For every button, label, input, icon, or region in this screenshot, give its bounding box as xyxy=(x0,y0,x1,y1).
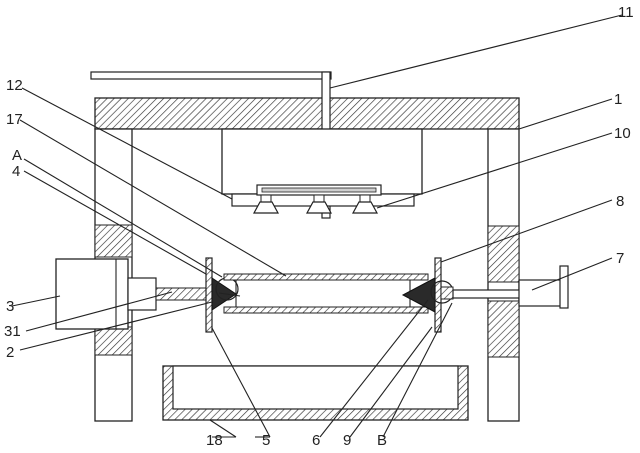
nozzle-middle xyxy=(305,194,333,214)
leader-lines xyxy=(11,14,623,438)
label-17: 17 xyxy=(6,111,23,128)
label-5: 5 xyxy=(262,432,270,449)
label-12: 12 xyxy=(6,77,23,94)
label-18: 18 xyxy=(206,432,223,449)
label-11: 11 xyxy=(618,4,634,21)
label-a: A xyxy=(12,147,22,164)
label-1: 1 xyxy=(614,91,622,108)
collection-tray-inner xyxy=(172,365,459,410)
right-clamp-cone xyxy=(401,277,436,313)
label-6: 6 xyxy=(312,432,320,449)
push-cylinder xyxy=(518,279,566,307)
pipe-horizontal xyxy=(90,71,332,80)
label-4: 4 xyxy=(12,163,20,180)
motor-end-cap xyxy=(127,277,157,311)
workpiece-tube-bottom-wall xyxy=(223,306,429,314)
left-leg-hatch-upper xyxy=(94,224,133,258)
label-10: 10 xyxy=(614,125,631,142)
label-2: 2 xyxy=(6,344,14,361)
right-leg-hatch-upper xyxy=(487,225,520,283)
push-cylinder-flange xyxy=(559,265,569,309)
label-3: 3 xyxy=(6,298,14,315)
right-support-plate xyxy=(434,257,442,333)
label-8: 8 xyxy=(616,193,624,210)
nozzle-left xyxy=(252,194,280,214)
motor-body xyxy=(55,258,129,330)
workpiece-tube-top-wall xyxy=(223,273,429,281)
label-7: 7 xyxy=(616,250,624,267)
right-leg-hatch-lower xyxy=(487,300,520,358)
left-leg-hatch-lower xyxy=(94,326,133,356)
spray-manifold-inner xyxy=(261,187,377,193)
right-bearing xyxy=(440,286,454,300)
label-31: 31 xyxy=(4,323,21,340)
label-b: B xyxy=(377,432,387,449)
frame-top-beam xyxy=(94,97,520,130)
label-9: 9 xyxy=(343,432,351,449)
nozzle-right xyxy=(351,194,379,214)
spray-box xyxy=(221,128,423,195)
